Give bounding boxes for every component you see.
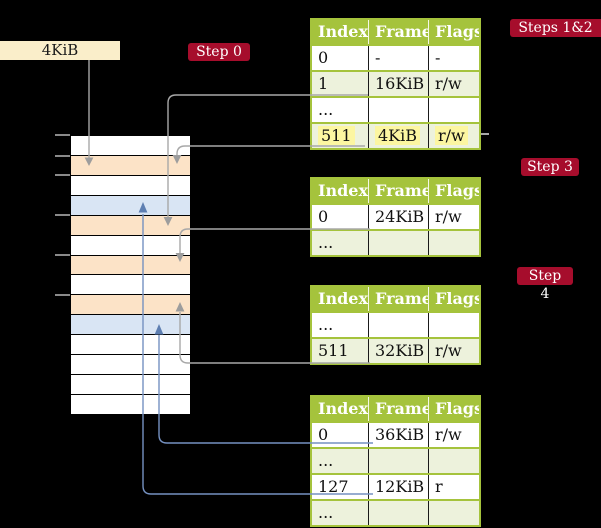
step3-label: Step 3 xyxy=(521,158,579,176)
table-cell xyxy=(428,449,479,473)
table-row: ... xyxy=(312,229,479,255)
table-row: ... xyxy=(312,499,479,525)
table-cell xyxy=(368,449,428,473)
table-cell: ... xyxy=(318,503,334,522)
table-cell: Flags xyxy=(428,179,479,203)
table-cell: Index xyxy=(318,22,368,41)
table-cell: 24KiB xyxy=(368,205,428,229)
table-cell: 32KiB xyxy=(368,339,428,363)
memory-tick xyxy=(55,254,70,256)
frame-size-box: 4KiB xyxy=(0,41,120,60)
step4-label: Step 4 xyxy=(517,267,573,302)
table-cell: ... xyxy=(318,233,334,252)
memory-tick xyxy=(55,214,70,216)
table-cell xyxy=(428,98,479,122)
memory-frame-blue xyxy=(71,315,190,336)
memory-frame-white xyxy=(71,175,190,196)
table-row: ... xyxy=(312,96,479,122)
table-cell: r/w xyxy=(428,124,479,148)
table-cell: Index xyxy=(318,181,368,200)
table-cell: - xyxy=(368,46,428,70)
table-cell: 511 xyxy=(318,341,349,360)
memory-tick xyxy=(55,294,70,296)
memory-tick xyxy=(55,134,70,136)
memory-tick xyxy=(55,155,70,157)
table-cell: ... xyxy=(318,100,334,119)
table-cell: 16KiB xyxy=(368,72,428,96)
table-cell: Frame xyxy=(368,20,428,44)
table-cell: Index xyxy=(318,399,368,418)
memory-frame-peach xyxy=(71,215,190,236)
memory-frame-peach xyxy=(71,295,190,316)
memory-frame-white xyxy=(71,275,190,296)
table-row: ... xyxy=(312,311,479,337)
table-cell: r xyxy=(428,475,479,499)
table-cell: Frame xyxy=(368,179,428,203)
memory-tick xyxy=(55,174,70,176)
table-cell: ... xyxy=(318,315,334,334)
memory-frame-white xyxy=(71,355,190,376)
table-cell: 12KiB xyxy=(368,475,428,499)
table-row: 0 -- xyxy=(312,44,479,70)
memory-frame-white xyxy=(71,235,190,256)
table-cell: Frame xyxy=(368,397,428,421)
table-cell: 1 xyxy=(318,74,329,93)
table-cell xyxy=(368,98,428,122)
table-cell xyxy=(368,313,428,337)
cut-connector-stub xyxy=(481,133,489,135)
table-cell: 0 xyxy=(318,425,329,444)
table-cell: 0 xyxy=(318,207,329,226)
highlighted-text: 4KiB xyxy=(375,126,421,145)
table-cell: Frame xyxy=(368,287,428,311)
table-row: ... xyxy=(312,447,479,473)
table-cell: 4KiB xyxy=(368,124,428,148)
table-cell xyxy=(368,501,428,525)
table-row: 511 4KiB r/w xyxy=(312,122,479,148)
table-cell: r/w xyxy=(428,423,479,447)
table-cell: ... xyxy=(318,451,334,470)
table-cell: r/w xyxy=(428,72,479,96)
table-cell: Flags xyxy=(428,397,479,421)
table-cell: Flags xyxy=(428,20,479,44)
table-cell xyxy=(428,501,479,525)
highlighted-text: 511 xyxy=(318,126,355,145)
table-cell xyxy=(428,231,479,255)
table-cell xyxy=(368,231,428,255)
memory-frame-white xyxy=(71,136,190,156)
memory-column xyxy=(70,135,191,415)
table-cell: r/w xyxy=(428,205,479,229)
table-cell: - xyxy=(428,46,479,70)
memory-frame-white xyxy=(71,394,190,414)
table-cell: r/w xyxy=(428,339,479,363)
memory-frame-peach xyxy=(71,255,190,276)
table-cell: Flags xyxy=(428,287,479,311)
table-cell: 127 xyxy=(318,477,349,496)
table-cell xyxy=(428,313,479,337)
memory-frame-white xyxy=(71,335,190,356)
table-cell: 511 xyxy=(312,124,368,148)
step0-label: Step 0 xyxy=(188,43,250,61)
highlighted-text: r/w xyxy=(435,126,468,145)
memory-frame-blue xyxy=(71,195,190,216)
table-cell: 36KiB xyxy=(368,423,428,447)
table-cell: Index xyxy=(318,289,368,308)
memory-frame-peach xyxy=(71,155,190,176)
table-cell: 0 xyxy=(318,48,329,67)
steps1-2-label: Steps 1&2 xyxy=(510,19,601,37)
memory-frame-white xyxy=(71,375,190,395)
